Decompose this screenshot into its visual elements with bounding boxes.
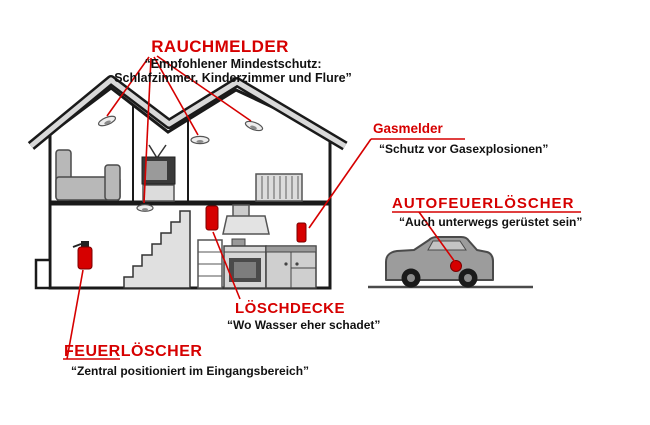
kitchen-cabinet: [265, 245, 317, 289]
radiator-icon: [255, 173, 303, 202]
connector-feuerloescher: [66, 269, 84, 360]
gasmelder-label: Gasmelder: [373, 121, 443, 136]
autofeuerloescher-subtitle: “Auch unterwegs gerüstet sein”: [399, 215, 583, 229]
connector-rauchmelder-4: [156, 55, 252, 122]
rauchmelder-subtitle: “Empfohlener Mindestschutz: Schlafzimmer…: [98, 57, 368, 86]
shelf-unit: [197, 239, 223, 289]
staircase: [123, 210, 191, 289]
connector-lines: [63, 55, 581, 360]
loeschdecke-subtitle: “Wo Wasser eher schadet”: [227, 318, 381, 332]
fire-blanket-icon: [205, 205, 219, 231]
connector-gasmelder: [308, 138, 372, 229]
connector-rauchmelder-2: [143, 57, 152, 204]
smoke-detector-icon: [244, 120, 264, 132]
rauchmelder-label: RAUCHMELDER: [151, 37, 289, 56]
gas-detector-icon: [296, 222, 307, 243]
loeschdecke-label: LÖSCHDECKE: [235, 300, 346, 317]
smoke-detector-icon: [136, 204, 154, 212]
extractor-hood-icon: [222, 204, 270, 235]
gasmelder-subtitle: “Schutz vor Gasexplosionen”: [379, 142, 549, 156]
smoke-detector-icon: [97, 115, 117, 127]
connector-rauchmelder-1: [106, 56, 150, 117]
connector-loeschdecke: [212, 231, 241, 300]
entrance-step: [34, 258, 52, 290]
sofa-icon: [55, 149, 121, 201]
house-cutaway: [34, 86, 332, 290]
rauchmelder-subtitle-line1: “Empfohlener Mindestschutz:: [144, 57, 322, 71]
feuerloescher-label: FEUERLÖSCHER: [64, 343, 203, 360]
roof: [27, 75, 348, 151]
fire-extinguisher-icon: [72, 241, 93, 270]
feuerloescher-subtitle: “Zentral positioniert im Eingangsbereich…: [71, 364, 310, 378]
car-extinguisher-dot: [450, 260, 462, 272]
stove-icon: [223, 238, 267, 289]
rauchmelder-subtitle-line2: Schlafzimmer, Kinderzimmer und Flure”: [114, 71, 352, 86]
connector-rauchmelder-3: [153, 56, 199, 136]
car-icon: [385, 236, 494, 288]
connector-autofeuerloescher: [418, 211, 456, 263]
tv-icon: [141, 144, 176, 202]
autofeuerloescher-label: AUTOFEUERLÖSCHER: [392, 195, 575, 212]
smoke-detector-icon: [190, 135, 210, 145]
